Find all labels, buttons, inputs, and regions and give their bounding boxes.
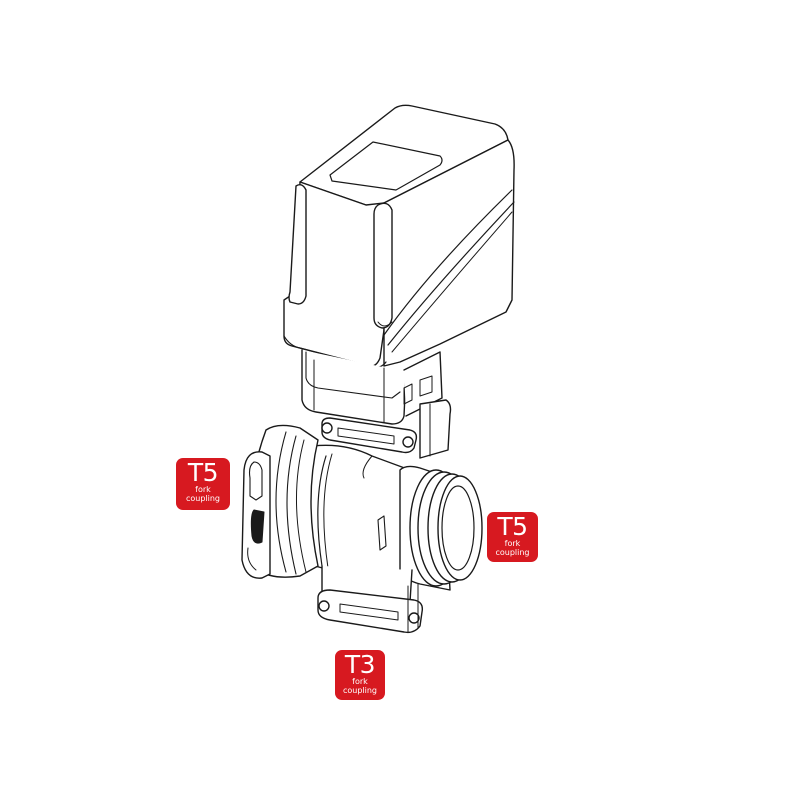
badge-code: T5 bbox=[187, 458, 219, 487]
actuator-housing bbox=[283, 104, 515, 368]
actuator-neck bbox=[301, 349, 443, 425]
badge-label-line2: coupling bbox=[185, 493, 221, 503]
badge-label-line1: fork bbox=[352, 677, 368, 686]
badge-right-t5-fork-coupling: T5 fork coupling bbox=[487, 512, 538, 562]
badge-label-line2: coupling bbox=[342, 685, 378, 695]
badge-bottom-t3-fork-coupling: T3 fork coupling bbox=[335, 650, 385, 700]
right-port-thread bbox=[377, 465, 483, 591]
badge-code: T5 bbox=[497, 512, 528, 541]
badge-label-line1: fork bbox=[504, 539, 521, 548]
bottom-port-coupling bbox=[317, 565, 424, 634]
badge-label-line2: coupling bbox=[495, 547, 530, 557]
badge-left-t5-fork-coupling: T5 fork coupling bbox=[176, 458, 230, 510]
badge-code: T3 bbox=[344, 650, 376, 679]
left-port-coupling bbox=[241, 424, 319, 579]
top-fork-coupling bbox=[321, 399, 452, 459]
badge-label-line1: fork bbox=[195, 485, 211, 494]
